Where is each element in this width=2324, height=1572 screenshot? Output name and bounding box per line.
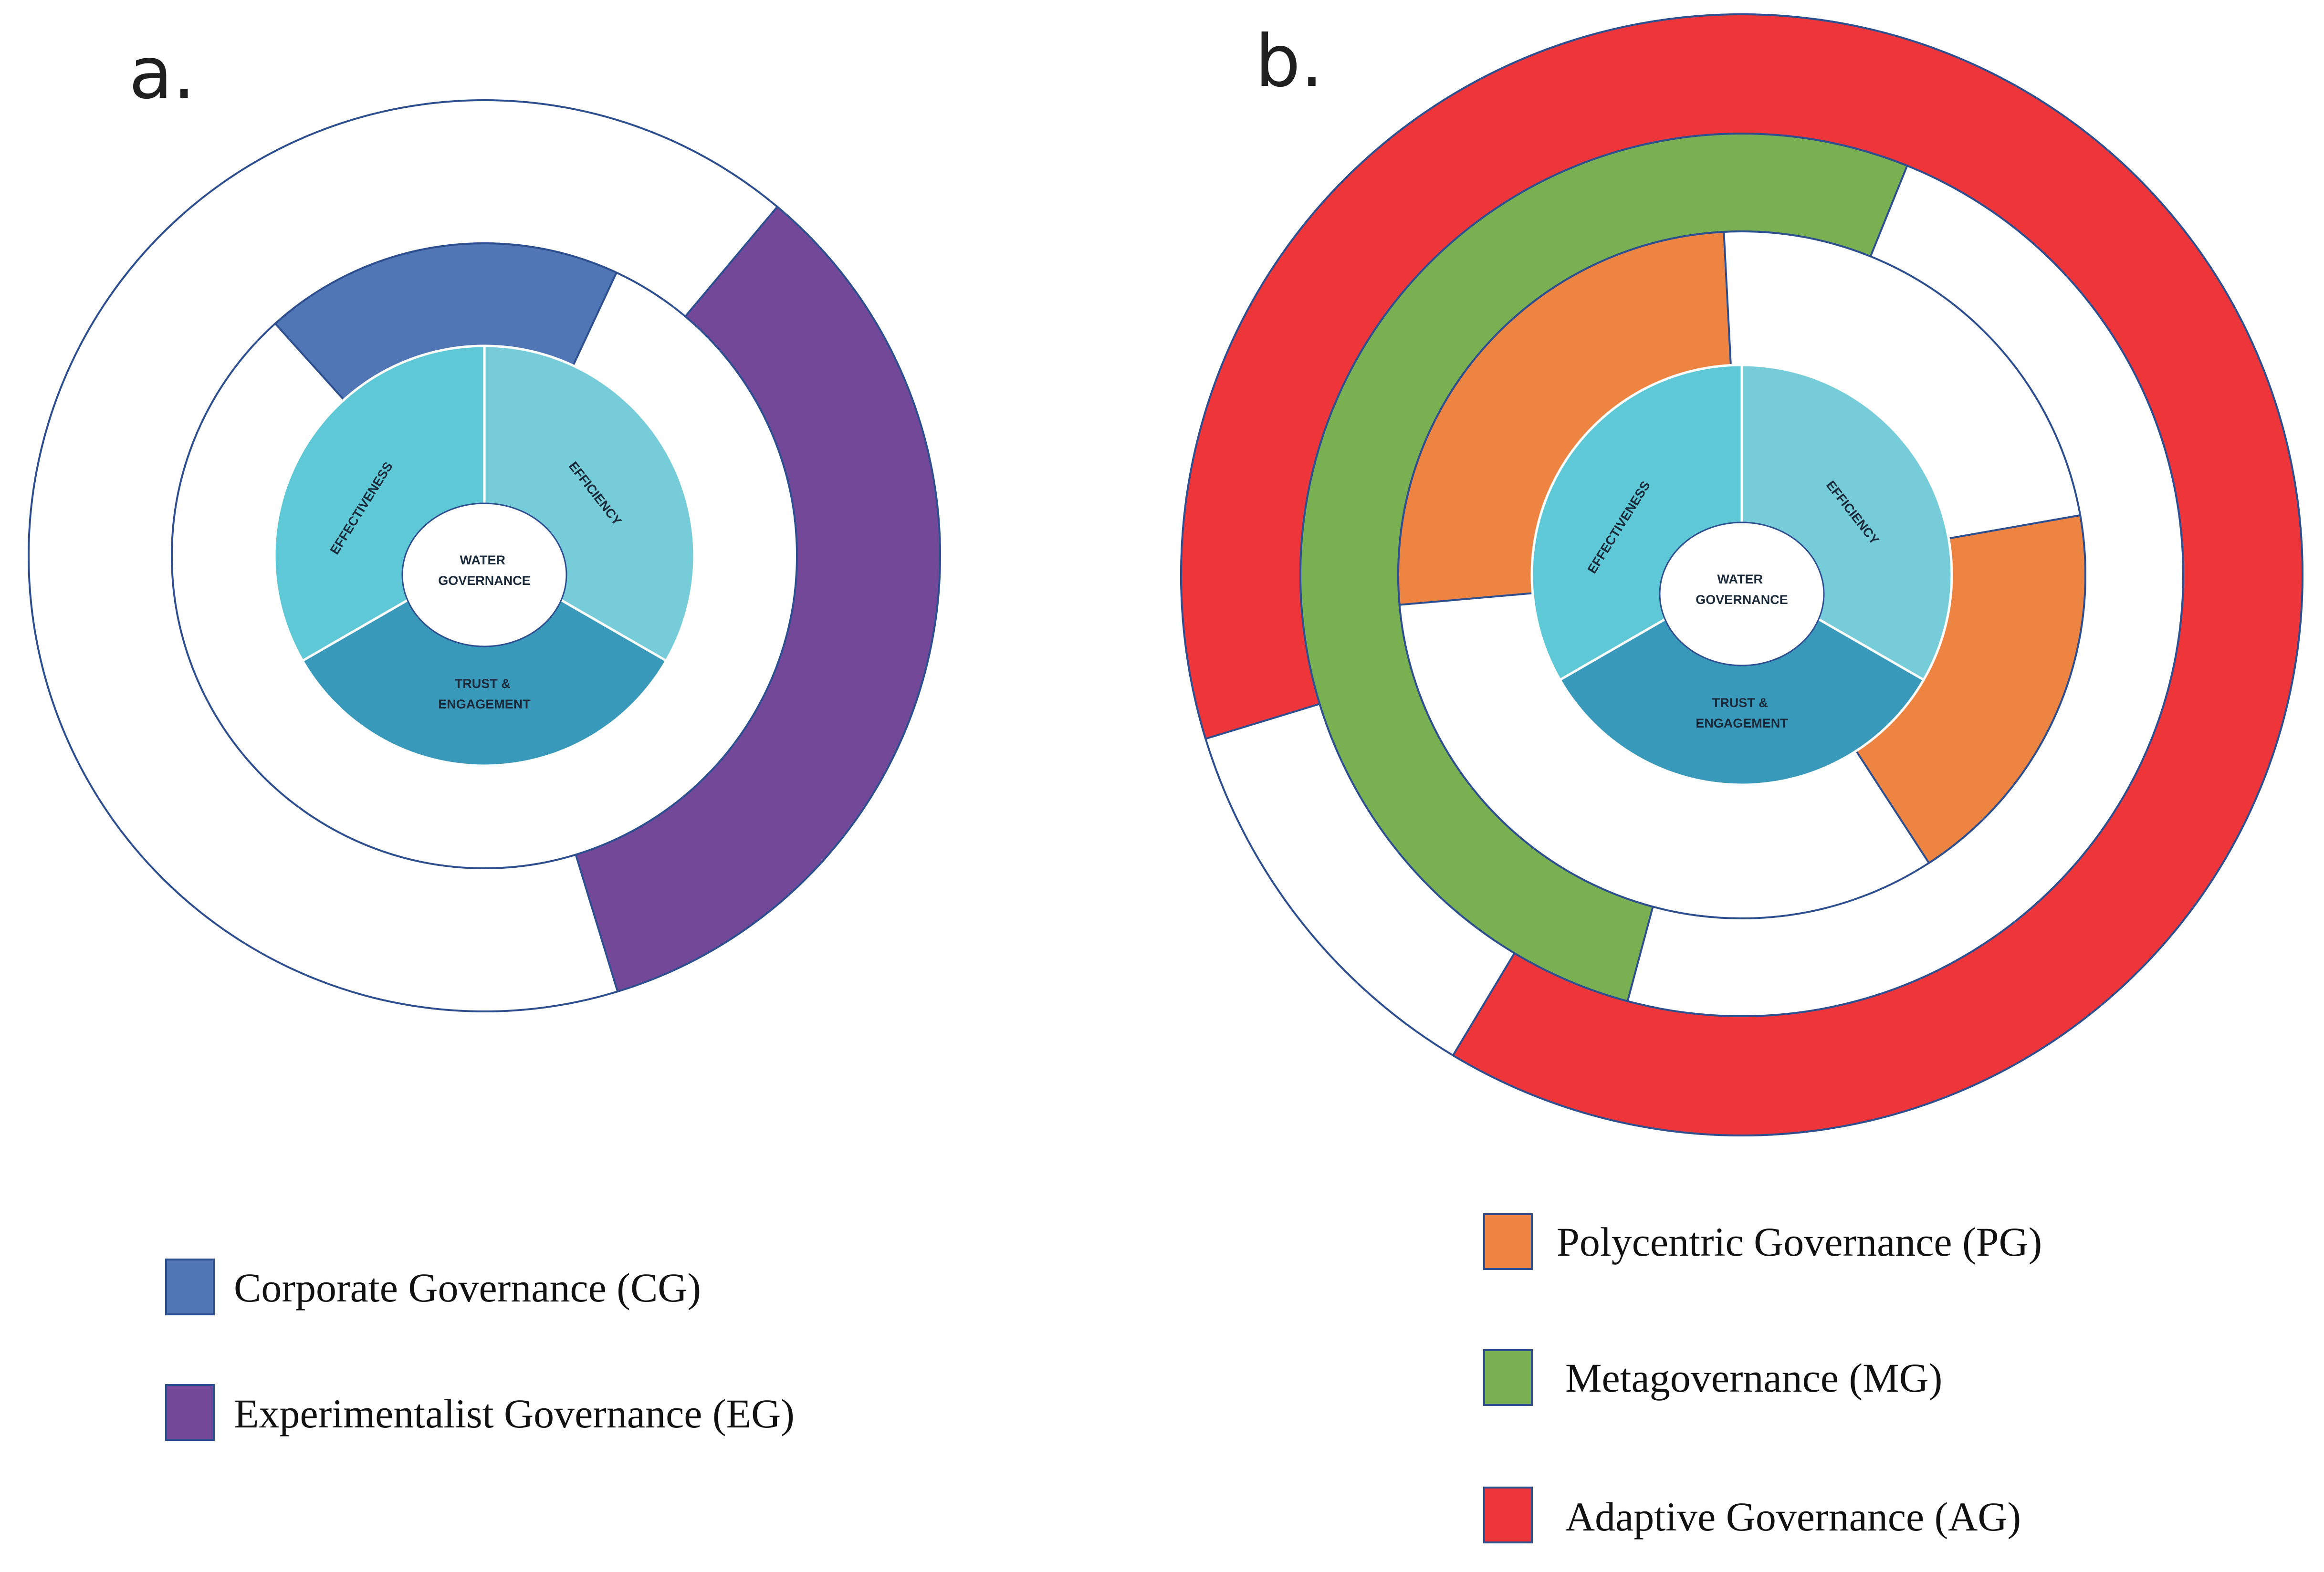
water-governance-hub: [1659, 521, 1825, 666]
trust-engagement-segment: [301, 554, 668, 767]
legend-item-corporate-governance: Corporate Governance (CG): [165, 1259, 701, 1315]
legend-item-metagovernance: Metagovernance (MG): [1483, 1349, 1942, 1406]
water-governance-hub: [401, 502, 567, 647]
legend-item-polycentric-governance: Polycentric Governance (PG): [1483, 1213, 2042, 1270]
trust-engagement-label: TRUST & ENGAGEMENT: [1696, 696, 1788, 730]
panel-a-label: a.: [129, 32, 196, 115]
legend-b: Polycentric Governance (PG) Metagovernan…: [1483, 1213, 2042, 1543]
polycentric-governance-legend-label: Polycentric Governance (PG): [1557, 1219, 2042, 1265]
panel-a: a. WATER GOVERNANCE EFFICIENCY EFFECTIVE…: [28, 32, 941, 1012]
experimentalist-governance-legend-label: Experimentalist Governance (EG): [234, 1391, 795, 1437]
adaptive-governance-swatch: [1483, 1487, 1533, 1543]
panel-b-label: b.: [1255, 20, 1323, 103]
panel-b-core: WATER GOVERNANCE EFFICIENCY EFFECTIVENES…: [1530, 364, 1953, 786]
metagovernance-legend-label: Metagovernance (MG): [1565, 1355, 1942, 1401]
trust-engagement-segment: [1558, 573, 1926, 786]
panel-a-core: WATER GOVERNANCE EFFICIENCY EFFECTIVENES…: [273, 344, 696, 767]
corporate-governance-swatch: [165, 1259, 215, 1315]
metagovernance-swatch: [1483, 1349, 1533, 1406]
panel-b: b. WATER GOVERNANCE EFFICIENCY EFFECTIVE…: [1180, 13, 2303, 1136]
experimentalist-governance-swatch: [165, 1384, 215, 1441]
water-governance-label: WATER GOVERNANCE: [438, 553, 531, 588]
corporate-governance-legend-label: Corporate Governance (CG): [234, 1265, 701, 1311]
polycentric-governance-swatch: [1483, 1213, 1533, 1270]
adaptive-governance-legend-label: Adaptive Governance (AG): [1565, 1494, 2021, 1540]
water-governance-label: WATER GOVERNANCE: [1696, 572, 1788, 607]
legend-item-adaptive-governance: Adaptive Governance (AG): [1483, 1487, 2021, 1543]
legend-a: Corporate Governance (CG) Experimentalis…: [165, 1259, 795, 1441]
legend-item-experimentalist-governance: Experimentalist Governance (EG): [165, 1384, 795, 1441]
trust-engagement-label: TRUST & ENGAGEMENT: [438, 677, 531, 711]
